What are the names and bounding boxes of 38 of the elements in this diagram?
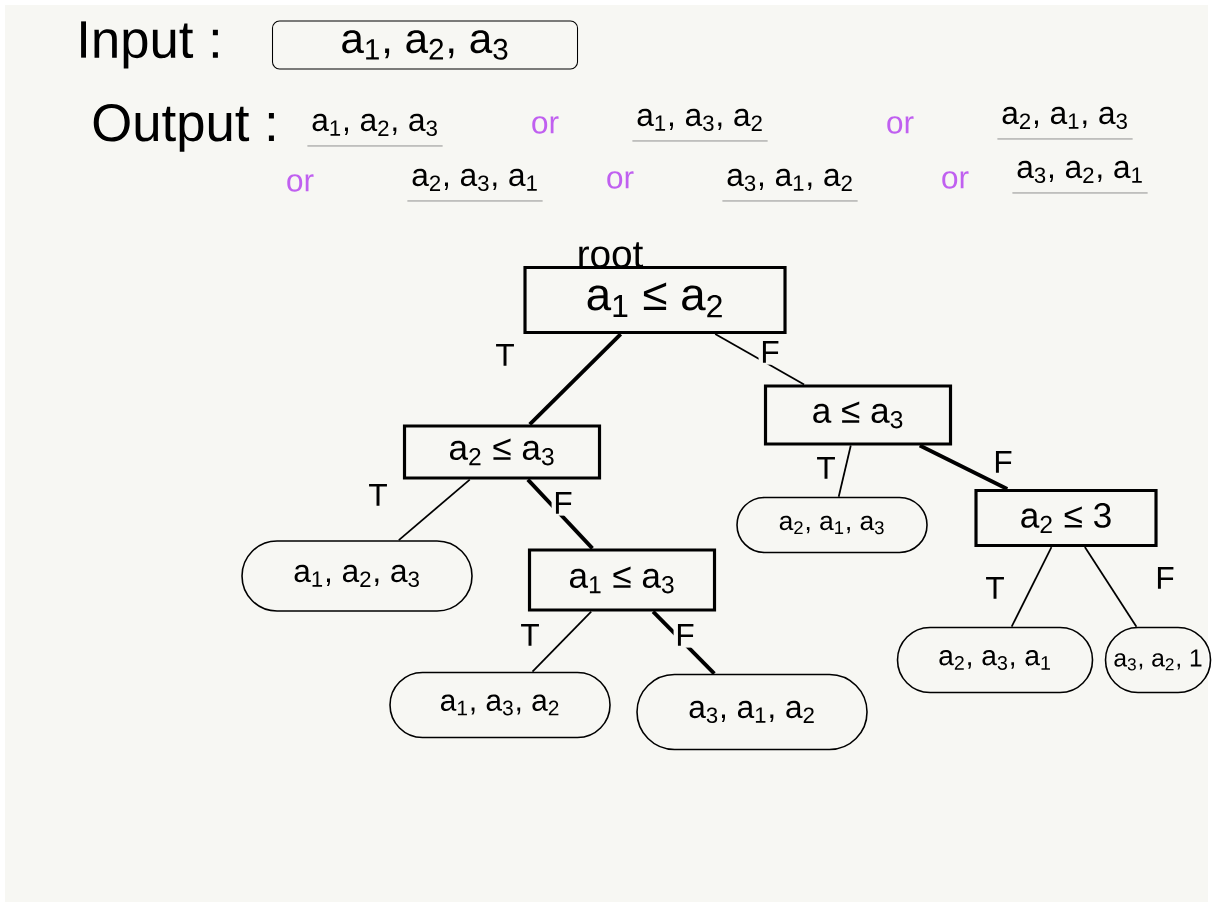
decision-box: a$_{2}$ ≤ 3 bbox=[974, 488, 1158, 548]
tree-branch bbox=[397, 478, 471, 542]
or-label: or bbox=[287, 174, 314, 192]
decision-box: a$_{1}$ ≤ a$_{3}$ bbox=[527, 548, 717, 612]
or-label: or bbox=[532, 116, 559, 134]
edge-label: F bbox=[1153, 565, 1177, 591]
edge-label: T bbox=[366, 482, 390, 508]
or-label: or bbox=[887, 116, 914, 134]
underlined-output: a$_{2}$, a$_{1}$, a$_{3}$ bbox=[996, 106, 1134, 140]
underlined-output: a$_{3}$, a$_{1}$, a$_{2}$ bbox=[721, 168, 859, 202]
underlined-output: a$_{1}$, a$_{3}$, a$_{2}$ bbox=[631, 108, 769, 142]
tree-branch bbox=[918, 443, 1009, 491]
edge-label: T bbox=[814, 455, 838, 481]
decision-box: a ≤ a$_{3}$ bbox=[763, 384, 953, 446]
decision-box: a$_{1}$ ≤ a$_{2}$ bbox=[523, 265, 787, 335]
underlined-output: a$_{3}$, a$_{2}$, a$_{1}$ bbox=[1011, 160, 1149, 194]
tree-branch bbox=[526, 478, 594, 550]
edge-label: F bbox=[991, 449, 1015, 475]
tree-branch bbox=[531, 610, 593, 673]
underlined-output: a$_{2}$, a$_{3}$, a$_{1}$ bbox=[406, 168, 544, 202]
or-label: or bbox=[607, 171, 634, 189]
tree-branch bbox=[837, 444, 852, 498]
heading-label: Output : bbox=[93, 104, 274, 152]
tree-branch bbox=[528, 332, 623, 426]
underlined-output: a$_{1}$, a$_{2}$, a$_{3}$ bbox=[306, 113, 444, 147]
edge-label: F bbox=[758, 339, 782, 365]
edge-label: T bbox=[493, 342, 517, 368]
tree-branch bbox=[1083, 546, 1138, 628]
or-label: or bbox=[942, 171, 969, 189]
edge-label: F bbox=[551, 490, 575, 516]
edge-label: T bbox=[518, 622, 542, 648]
decision-box: a$_{2}$ ≤ a$_{3}$ bbox=[402, 424, 602, 480]
input-box: a$_{1}$, a$_{2}$, a$_{3}$ bbox=[272, 20, 579, 70]
edge-label: T bbox=[983, 575, 1007, 601]
tree-branch bbox=[1010, 546, 1053, 628]
heading-label: Input : bbox=[81, 21, 218, 69]
edge-label: F bbox=[673, 622, 697, 648]
tree-branch bbox=[714, 333, 805, 386]
